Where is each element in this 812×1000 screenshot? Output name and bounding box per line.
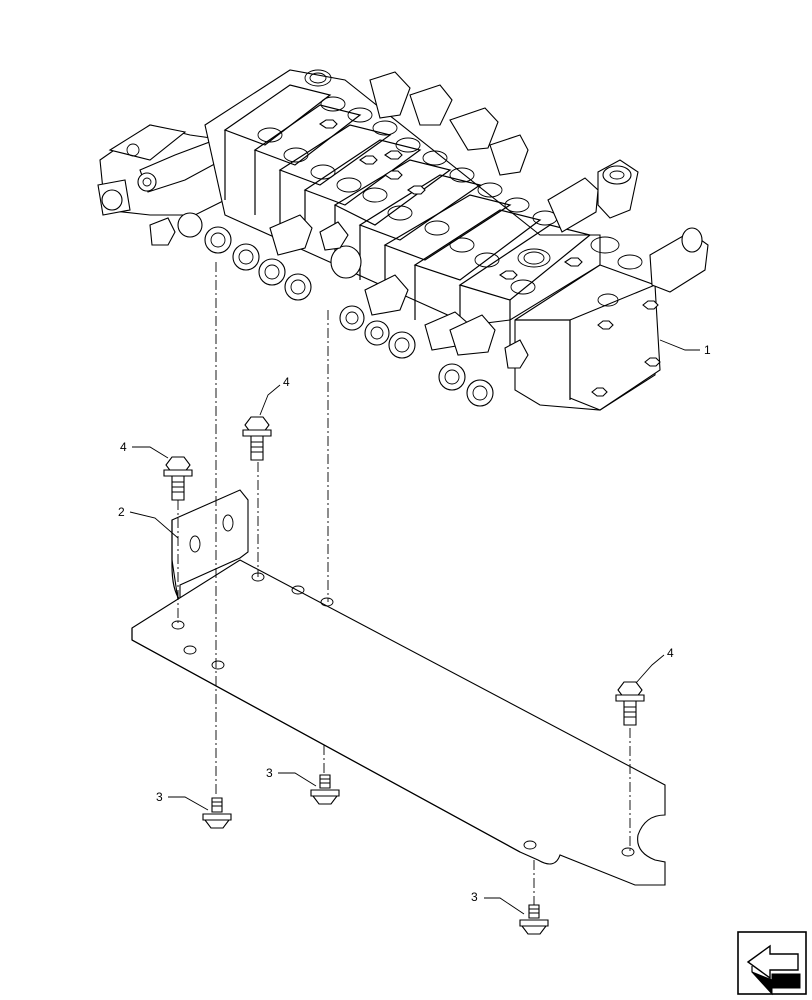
bolt-4-right xyxy=(615,681,645,726)
callout-nut-left: 3 xyxy=(156,790,209,811)
callout-bracket: 2 xyxy=(118,505,179,539)
callout-valve-assembly: 1 xyxy=(659,339,711,357)
callout-nut-middle: 3 xyxy=(266,766,317,787)
callout-label-2: 2 xyxy=(118,505,125,519)
callout-bolt-left: 4 xyxy=(120,440,169,459)
callout-label-1: 1 xyxy=(704,343,711,357)
callout-label-4a: 4 xyxy=(120,440,127,454)
callout-label-3c: 3 xyxy=(471,890,478,904)
callout-label-4b: 4 xyxy=(283,375,290,389)
callout-nut-bottom: 3 xyxy=(471,890,525,915)
callout-label-4c: 4 xyxy=(667,646,674,660)
nut-3-left xyxy=(202,797,232,829)
previous-page-arrow-icon[interactable] xyxy=(737,931,807,996)
bolt-4-middle xyxy=(242,416,272,461)
callout-bolt-right: 4 xyxy=(635,646,674,684)
nut-3-middle xyxy=(310,774,340,805)
control-valve-assembly xyxy=(97,69,709,411)
callout-label-3a: 3 xyxy=(156,790,163,804)
callout-label-3b: 3 xyxy=(266,766,273,780)
callout-bolt-middle: 4 xyxy=(259,375,290,416)
bolt-4-left xyxy=(163,456,193,501)
assembly-centerlines xyxy=(177,262,631,905)
nut-3-bottom xyxy=(519,904,549,935)
mounting-bracket xyxy=(131,489,666,886)
